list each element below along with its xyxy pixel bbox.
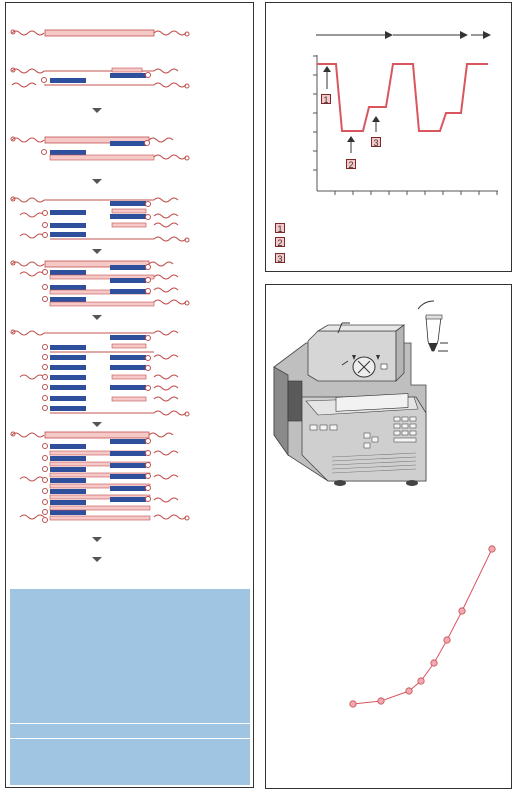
cycle-2-strands [10, 196, 190, 243]
cycle-1-strands [10, 136, 190, 161]
denatured-strands [10, 67, 190, 89]
info-box [10, 589, 250, 785]
thermal-cycler-illustration [273, 300, 496, 708]
cycle-3-strands [10, 260, 190, 307]
info-box-divider [10, 723, 250, 724]
vent-lines [331, 452, 417, 474]
curve-point [458, 607, 466, 615]
curve-point [488, 545, 496, 553]
curve-point [430, 659, 438, 667]
info-box-divider [10, 738, 250, 739]
down-triangle-icon [92, 422, 102, 427]
curve-point [377, 697, 385, 705]
keypad-buttons [309, 416, 417, 449]
curve-point [443, 636, 451, 644]
pcr-cycles-panel [5, 2, 254, 788]
down-triangle-icon [92, 537, 102, 542]
step-marker-3: 3 [371, 137, 381, 148]
temperature-profile-panel: 1 2 3 1 2 3 [265, 2, 512, 272]
pcr-tube-icon [417, 300, 448, 352]
legend-item-2: 2 [275, 237, 285, 248]
curve-point [417, 677, 425, 685]
step-marker-2: 2 [346, 159, 356, 170]
thermal-cycler-panel [265, 284, 512, 789]
template-strand [10, 29, 190, 37]
cycle-5-strands [10, 431, 190, 523]
panel-tab-line [306, 2, 512, 3]
down-triangle-icon [92, 249, 102, 254]
panel-tab-line [358, 284, 512, 285]
down-triangle-icon [92, 108, 102, 113]
x-axis-ticks [334, 191, 498, 195]
curve-point [405, 687, 413, 695]
down-triangle-icon [92, 315, 102, 320]
y-axis-ticks [313, 55, 317, 171]
legend-item-3: 3 [275, 253, 285, 264]
temperature-line [317, 63, 488, 132]
curve-point [349, 700, 357, 708]
legend-item-1: 1 [275, 223, 285, 234]
down-triangle-icon [92, 557, 102, 562]
down-triangle-icon [92, 179, 102, 184]
temperature-profile-chart [313, 31, 498, 195]
cycle-4-strands [10, 329, 190, 417]
step-marker-1: 1 [321, 94, 331, 105]
amplification-curve [349, 545, 496, 708]
strand-diagram [10, 29, 190, 562]
